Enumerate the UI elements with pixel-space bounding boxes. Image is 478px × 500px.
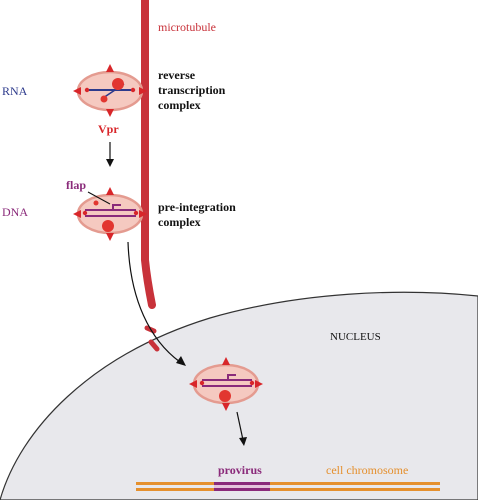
pre-integration-complex-label-2: complex [158, 215, 201, 229]
flap-pointer [87, 191, 111, 205]
nucleus-label: NUCLEUS [330, 331, 381, 343]
microtubule-label: microtubule [158, 20, 216, 34]
reverse-transcription-complex-label-1: reverse [158, 68, 196, 82]
vpr-label: Vpr [98, 122, 119, 136]
nuclear-pre-integration-complex [189, 357, 263, 411]
arrow-down-icon [236, 411, 247, 446]
import-arrow [127, 241, 186, 366]
reverse-transcription-complex [73, 64, 147, 117]
arrow-down-icon [106, 142, 114, 167]
cell-chromosome-label: cell chromosome [326, 463, 408, 477]
dna-label: DNA [2, 205, 28, 219]
pre-integration-complex [73, 187, 147, 241]
reverse-transcription-complex-label-2: transcription [158, 83, 226, 97]
provirus-label: provirus [218, 463, 262, 477]
rna-label: RNA [2, 84, 28, 98]
provirus-segment [214, 482, 270, 485]
pre-integration-complex-label-1: pre-integration [158, 200, 236, 214]
microtubule [141, 0, 156, 309]
reverse-transcription-complex-label-3: complex [158, 98, 201, 112]
cell-chromosome [136, 482, 440, 491]
flap-label: flap [66, 178, 86, 192]
vpr-triangle-icon [106, 64, 114, 72]
